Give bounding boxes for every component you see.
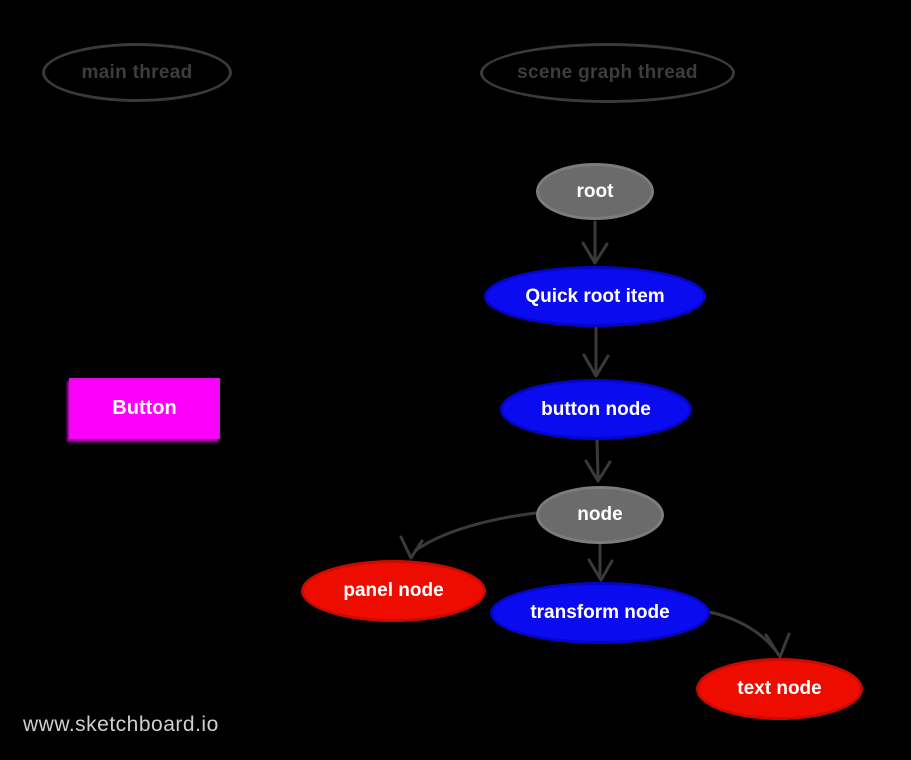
- node-button-node[interactable]: button node: [500, 379, 692, 440]
- edge-quick-root-item-to-button-node[interactable]: [582, 326, 610, 378]
- node-panel-node-label: panel node: [343, 580, 444, 601]
- node-root-label: root: [576, 180, 614, 202]
- node-text-node[interactable]: text node: [696, 658, 863, 720]
- node-text-node-label: text node: [737, 678, 822, 699]
- node-transform-node[interactable]: transform node: [490, 582, 710, 644]
- node-node-label: node: [577, 504, 623, 525]
- node-quick-root-item-label: Quick root item: [525, 285, 665, 307]
- edge-node-to-transform-node[interactable]: [587, 543, 614, 582]
- node-button-node-label: button node: [541, 398, 651, 420]
- lane-scene-graph-thread[interactable]: scene graph thread: [480, 43, 735, 103]
- button-rect-label: Button: [112, 397, 177, 419]
- edge-button-node-to-node[interactable]: [584, 439, 612, 483]
- button-rect[interactable]: Button: [69, 378, 220, 439]
- node-root[interactable]: root: [536, 163, 654, 220]
- node-panel-node[interactable]: panel node: [301, 560, 486, 622]
- lane-main-thread-label: main thread: [81, 61, 193, 83]
- edge-transform-node-to-text-node[interactable]: [707, 610, 791, 659]
- edge-root-to-quick-root-item[interactable]: [581, 220, 609, 265]
- lane-scene-graph-thread-label: scene graph thread: [517, 62, 698, 83]
- lane-main-thread[interactable]: main thread: [42, 43, 232, 102]
- node-node[interactable]: node: [536, 486, 664, 544]
- sketchboard-watermark: www.sketchboard.io: [23, 713, 219, 736]
- node-quick-root-item[interactable]: Quick root item: [484, 266, 706, 327]
- edge-node-to-panel-node[interactable]: [399, 511, 538, 560]
- node-transform-node-label: transform node: [530, 602, 670, 623]
